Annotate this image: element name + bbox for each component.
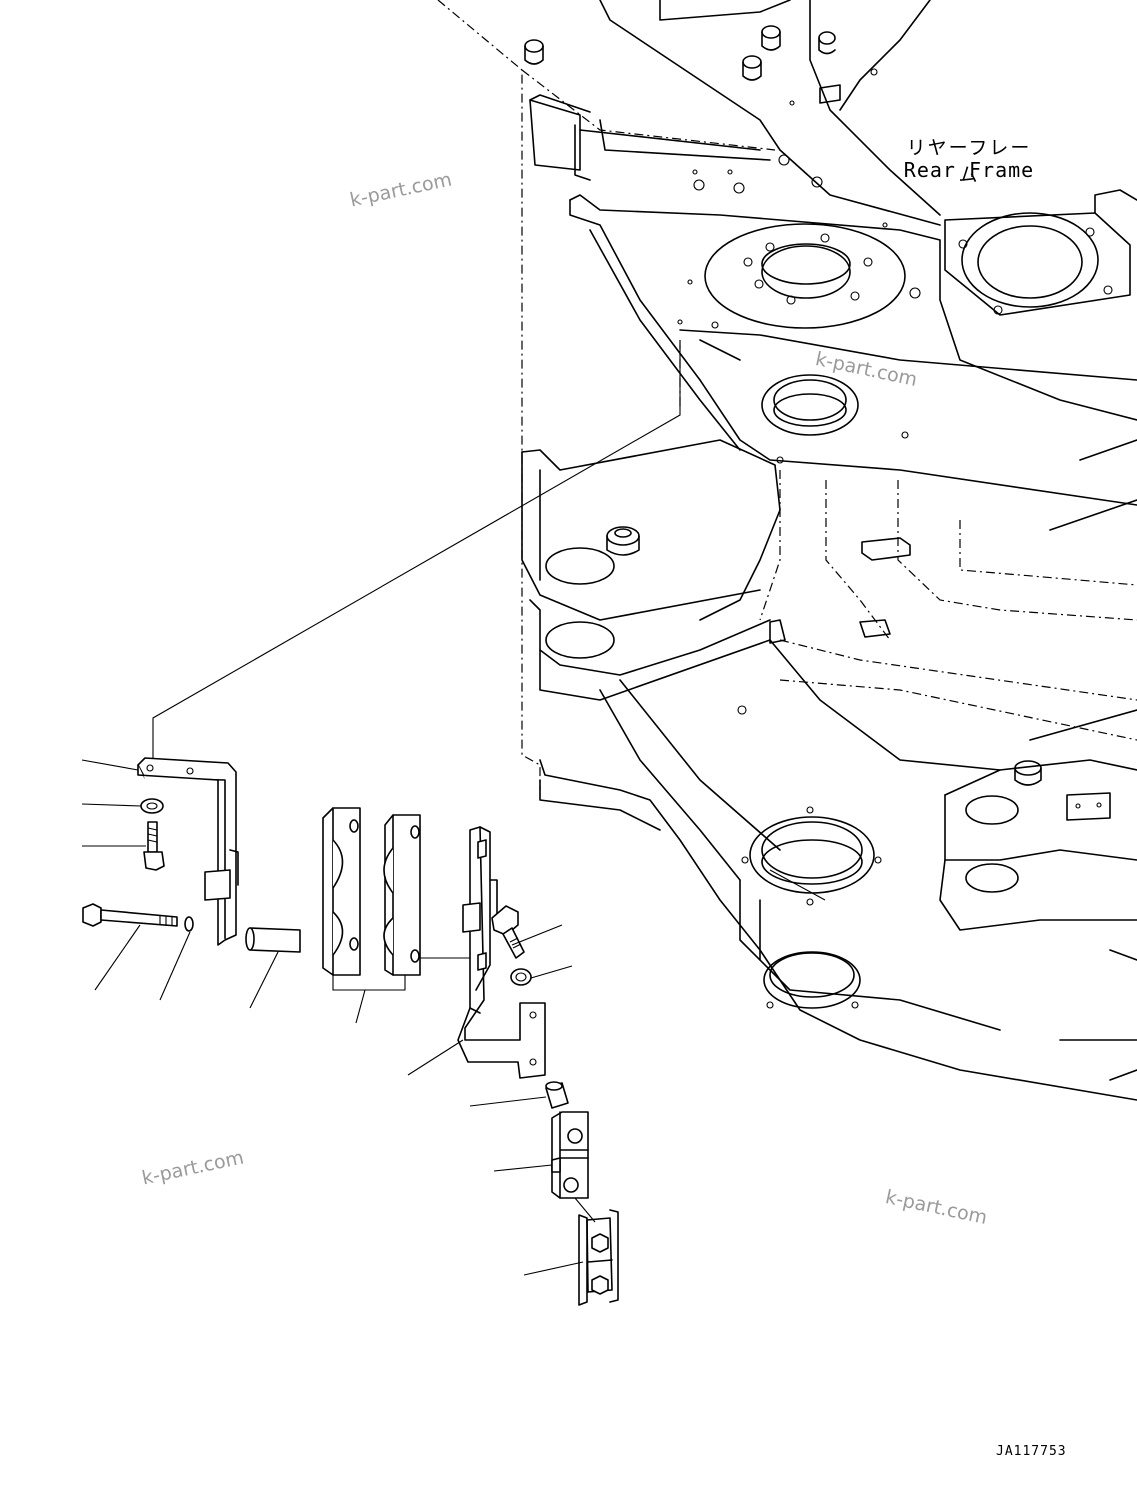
- spacer-tube: [245, 927, 301, 953]
- callout-leaders: [81, 759, 596, 1276]
- drawing-number: JA117753: [996, 1444, 1067, 1459]
- small-bolt: [143, 821, 165, 871]
- frame-hidden-outline: [437, 0, 541, 790]
- frame-lower-bore: [749, 816, 875, 894]
- clamp-half-left: [322, 807, 361, 976]
- leader-frame-to-bracket: [152, 345, 681, 762]
- frame-label-japanese: リヤーフレーム: [906, 137, 1032, 186]
- frame-label-english: Rear Frame: [903, 158, 1035, 182]
- frame-center-plate: [569, 194, 1137, 421]
- frame-lower-body: [539, 759, 1137, 1101]
- exploded-parts: [81, 757, 619, 1306]
- spring-washer: [184, 916, 194, 932]
- bushing: [545, 1081, 569, 1109]
- frame-middle-bore: [761, 374, 859, 436]
- washer-1: [140, 798, 164, 814]
- l-bracket: [137, 757, 239, 946]
- long-bolt: [82, 903, 178, 927]
- washer-2: [510, 968, 532, 986]
- rear-frame-assembly: [437, 0, 1137, 1101]
- frame-upper-arm: [599, 0, 941, 226]
- frame-right-mount: [944, 212, 1131, 316]
- angled-bolt: [491, 905, 525, 959]
- clamp-half-right: [383, 814, 421, 976]
- frame-upper-bore-boss: [704, 223, 906, 329]
- frame-bottom-bore: [763, 951, 861, 1009]
- clip-plate: [578, 1209, 619, 1306]
- z-bracket: [457, 826, 546, 1079]
- frame-lower-left-arm: [521, 439, 781, 621]
- frame-right-lower-arm: [944, 759, 1137, 796]
- small-clamp-block: [551, 1111, 589, 1199]
